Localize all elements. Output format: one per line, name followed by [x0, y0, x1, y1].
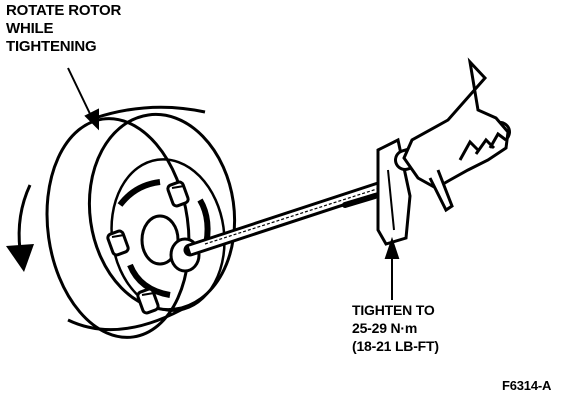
hand	[402, 57, 510, 213]
callout-line: ROTATE ROTOR	[6, 2, 122, 19]
figure-id: F6314-A	[502, 378, 552, 393]
torque-spec-callout: TIGHTEN TO 25-29 N·m (18-21 LB-FT)	[352, 301, 439, 355]
callout-line: TIGHTEN TO	[352, 302, 435, 318]
leader-lines	[67, 67, 400, 300]
callout-line: 25-29 N·m	[352, 320, 418, 336]
rotation-arrow	[6, 184, 34, 272]
callout-line: (18-21 LB-FT)	[352, 338, 439, 354]
callout-line: WHILE	[6, 20, 54, 37]
rotate-rotor-callout: ROTATE ROTOR WHILE TIGHTENING	[6, 2, 121, 56]
lug-studs	[106, 180, 190, 315]
callout-line: TIGHTENING	[6, 38, 97, 55]
brake-rotor	[45, 105, 237, 339]
